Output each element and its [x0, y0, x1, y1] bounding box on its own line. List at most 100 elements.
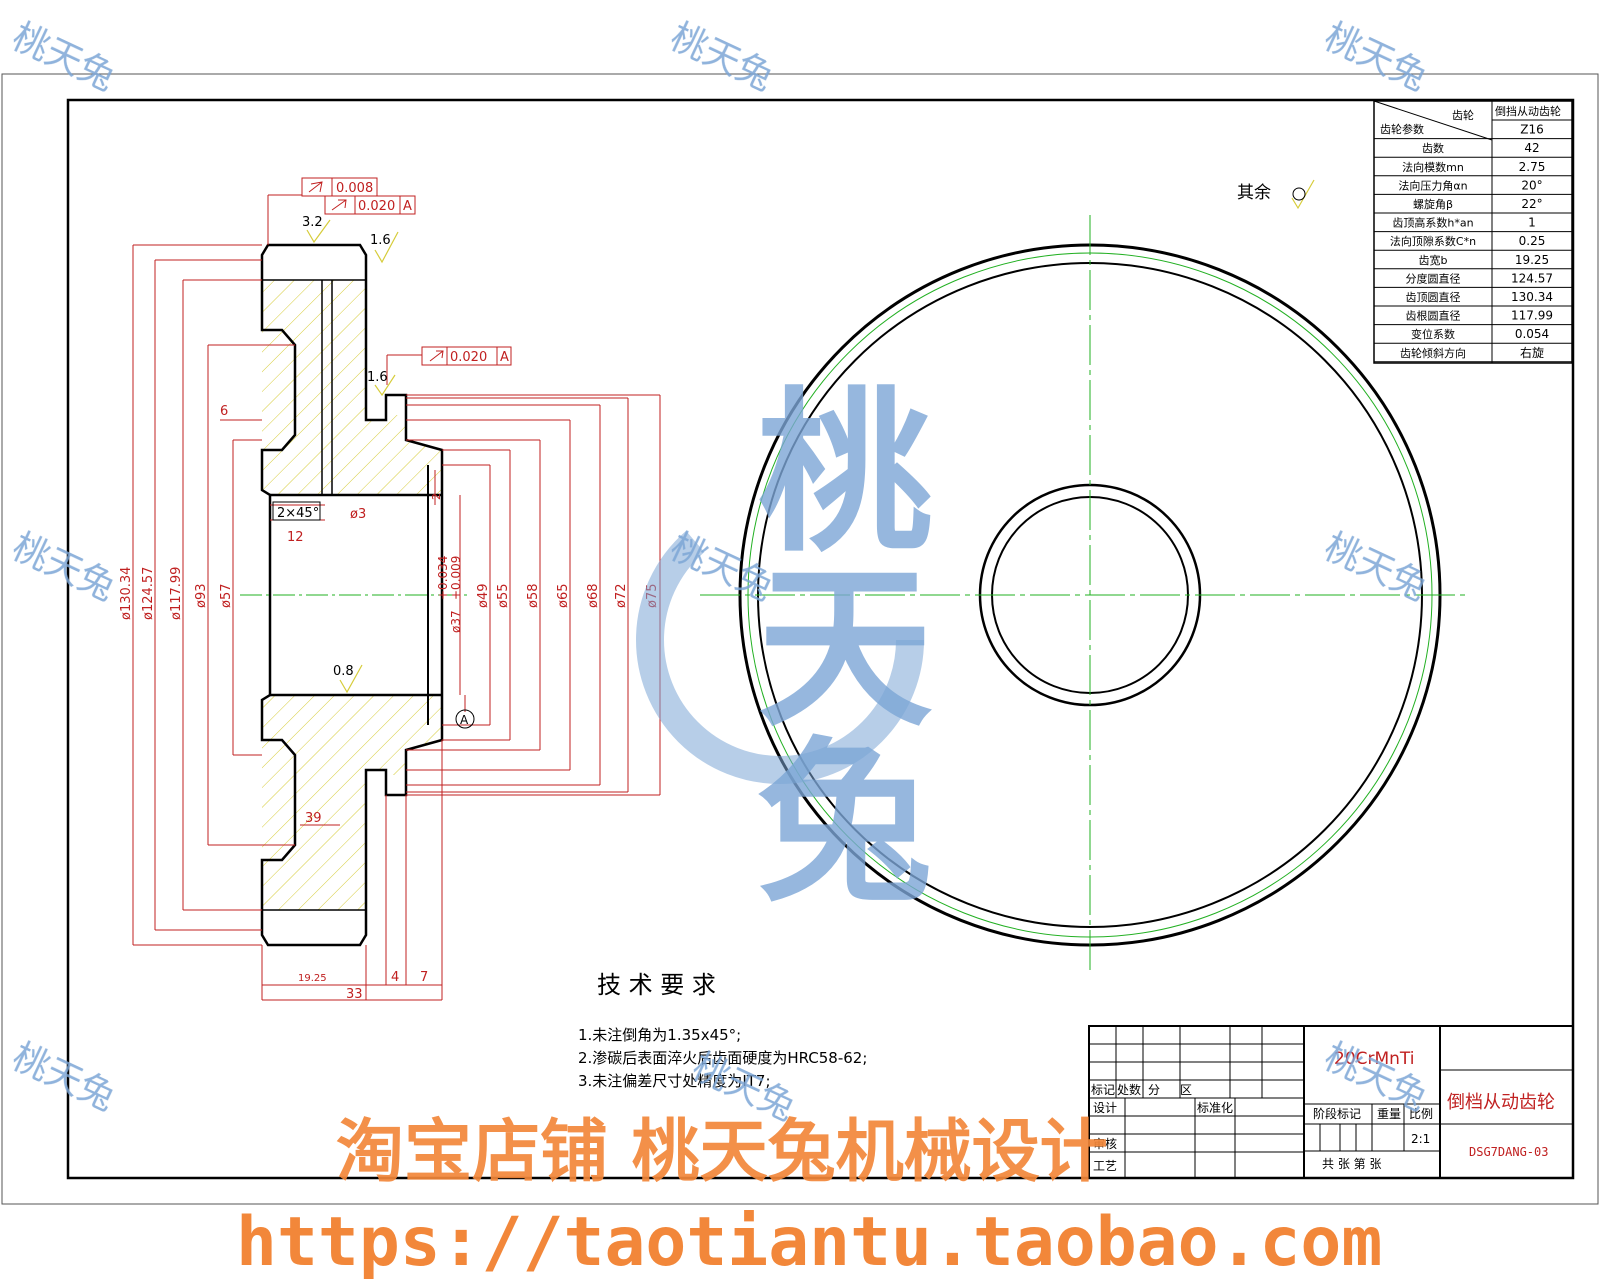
dim-19-25: 19.25 [298, 973, 327, 984]
dim-dia-124: ø124.57 [141, 567, 156, 620]
front-view [700, 215, 1470, 975]
table-row-label: 齿顶高系数h*an [1392, 216, 1473, 230]
dim-2: 2 [430, 493, 443, 500]
tech-requirements: 技 术 要 求 1.未注倒角为1.35x45°; 2.渗碳后表面淬火后齿面硬度为… [578, 971, 867, 1090]
table-row-value: 42 [1524, 141, 1539, 155]
table-row-value: 1 [1528, 216, 1536, 230]
tb-stage: 阶段标记 [1313, 1106, 1361, 1121]
tb-material: 20CrMnTi [1334, 1049, 1415, 1069]
roughness-0-8: 0.8 [333, 664, 354, 679]
watermark-small-3: 桃天兔 [1318, 16, 1433, 99]
table-row-value: 2.75 [1519, 160, 1546, 174]
watermark-logo: 桃天兔 [636, 380, 933, 905]
table-row-label: 法向模数mn [1402, 160, 1464, 174]
tb-total: 共 张 第 张 [1322, 1157, 1381, 1171]
table-row-value: 124.57 [1511, 271, 1553, 285]
datum-a-marker [455, 709, 475, 729]
runout-value-top: 0.008 [336, 181, 373, 196]
watermark-small-1: 桃天兔 [6, 16, 121, 99]
datum-a-letter: A [460, 713, 469, 727]
inner-border [66, 98, 1575, 1180]
table-row-label: 齿轮倾斜方向 [1400, 346, 1466, 360]
dim-dia-57: ø57 [219, 584, 234, 609]
table-header-param: 齿轮参数 [1380, 122, 1424, 136]
runout-frame-top [301, 177, 416, 215]
section-view: 0.008 0.020 A 0.020 A 3.2 1.6 1.6 0.8 A … [119, 177, 1315, 1002]
table-row-value: 0.054 [1515, 327, 1549, 341]
title-block [1088, 1025, 1574, 1179]
dim-7: 7 [420, 970, 428, 985]
table-row-value: 117.99 [1511, 309, 1553, 323]
dim-6: 6 [220, 404, 228, 419]
table-row-label: 法向压力角αn [1398, 178, 1467, 192]
roughness-1-6-top: 1.6 [370, 233, 391, 248]
finish-rest-symbol [1292, 187, 1306, 201]
watermark-small-2: 桃天兔 [664, 16, 779, 99]
roughness-3-2: 3.2 [302, 215, 323, 230]
watermark-layer: 桃天兔 桃天兔 桃天兔 桃天兔 桃天兔 桃天兔 桃天兔 桃天兔 桃天兔 [6, 16, 1433, 1129]
watermark-shop-line: 淘宝店铺 桃天兔机械设计 [336, 1112, 1108, 1192]
table-row-label: 齿顶圆直径 [1406, 290, 1461, 304]
table-row-label: 齿宽b [1419, 253, 1448, 267]
runout-frame-mid [421, 346, 512, 366]
dim-12: 12 [287, 530, 304, 545]
table-row-label: 分度圆直径 [1406, 271, 1461, 285]
table-row-value: 22° [1521, 197, 1542, 211]
tb-std: 标准化 [1197, 1101, 1233, 1115]
dim-dia-117: ø117.99 [169, 567, 184, 620]
dim-dia-93: ø93 [194, 584, 209, 609]
tb-drawing-no: DSG7DANG-03 [1469, 1145, 1548, 1159]
finish-rest-label: 其余 [1237, 183, 1271, 203]
table-row-label: 法向顶隙系数C*n [1390, 234, 1476, 248]
table-row-label: 齿数 [1422, 142, 1444, 155]
dim-dia-68: ø68 [586, 584, 601, 609]
watermark-small-7: 桃天兔 [6, 1036, 121, 1119]
dim-bore: ø37 [449, 610, 463, 633]
table-header-gear: 齿轮 [1452, 108, 1474, 122]
dim-4: 4 [391, 970, 399, 985]
tb-count: 处数 [1117, 1082, 1141, 1097]
dim-dia-72: ø72 [614, 584, 629, 609]
outer-frame [1, 73, 1599, 1205]
tech-req-item-1: 1.未注倒角为1.35x45°; [578, 1026, 741, 1044]
tech-req-item-3: 3.未注偏差尺寸处精度为IT7; [578, 1072, 771, 1090]
table-row-value: 0.25 [1519, 234, 1546, 248]
dim-dia-65: ø65 [556, 584, 571, 609]
dim-bore-tol-upper: +0.034 [436, 556, 450, 600]
tb-zone: 分 [1148, 1083, 1160, 1097]
table-row-value: 19.25 [1515, 253, 1549, 267]
dim-dia-49: ø49 [476, 584, 491, 609]
tb-weight: 重量 [1377, 1107, 1401, 1121]
tb-ratio: 比例 [1409, 1107, 1433, 1121]
datum-label-top: A [403, 199, 412, 214]
tech-req-item-2: 2.渗碳后表面淬火后齿面硬度为HRC58-62; [578, 1049, 867, 1067]
datum-label-mid: A [500, 350, 509, 365]
table-row-value: 130.34 [1511, 290, 1553, 304]
dim-chamfer: 2×45° [277, 506, 319, 521]
table-row-value: 20° [1521, 178, 1542, 192]
table-row-value: 右旋 [1520, 345, 1544, 360]
watermark-logo-brush [636, 496, 924, 784]
roughness-1-6-mid: 1.6 [367, 370, 388, 385]
dim-hole: ø3 [350, 507, 366, 522]
tb-doc: 区 [1180, 1083, 1192, 1097]
tb-part-name: 倒档从动齿轮 [1447, 1092, 1555, 1113]
watermark-big-text: 桃天兔 [728, 380, 933, 905]
dim-33: 33 [346, 987, 363, 1002]
dim-39: 39 [305, 811, 322, 826]
table-row-value: Z16 [1520, 123, 1544, 137]
section-lower-hatch [262, 695, 442, 910]
tb-design: 设计 [1093, 1101, 1117, 1115]
watermark-small-4: 桃天兔 [6, 526, 121, 609]
tb-scale: 2:1 [1411, 1132, 1430, 1146]
tb-process: 工艺 [1093, 1159, 1117, 1173]
runout-value-top2: 0.020 [358, 199, 395, 214]
runout-value-mid: 0.020 [450, 350, 487, 365]
tech-req-title: 技 术 要 求 [597, 971, 716, 999]
table-row-label: 齿根圆直径 [1406, 309, 1461, 323]
table-row-label: 变位系数 [1411, 327, 1455, 341]
dim-dia-58: ø58 [526, 584, 541, 609]
tb-check: 审核 [1093, 1136, 1117, 1151]
